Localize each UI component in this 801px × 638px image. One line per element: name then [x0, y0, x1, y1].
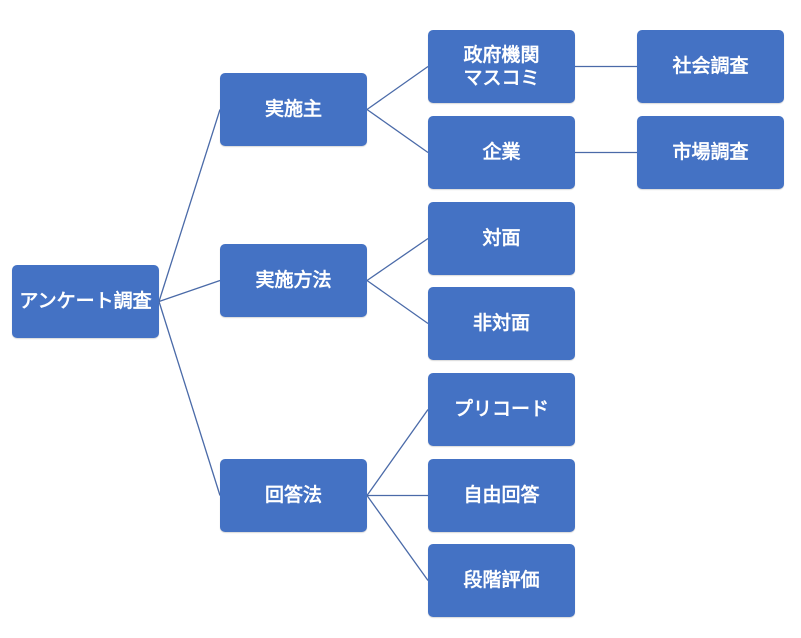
node-free-answer: 自由回答	[428, 459, 575, 532]
node-label: 対面	[482, 227, 521, 249]
node-implementer: 実施主	[220, 73, 367, 146]
connector-root-b1	[158, 279, 221, 303]
node-label: 企業	[482, 141, 521, 163]
node-root: アンケート調査	[12, 265, 159, 338]
node-non-face-to-face: 非対面	[428, 287, 575, 360]
node-face-to-face: 対面	[428, 202, 575, 275]
connector-lines	[158, 65, 637, 581]
node-precode: プリコード	[428, 373, 575, 446]
node-label: 回答法	[264, 484, 322, 506]
node-label: アンケート調査	[19, 290, 152, 312]
node-rating-scale: 段階評価	[428, 544, 575, 617]
node-method: 実施方法	[220, 244, 367, 317]
node-label: 実施方法	[255, 269, 332, 291]
node-label-line-1: 政府機関	[463, 43, 540, 66]
node-label: プリコード	[453, 398, 549, 420]
connector-root-b2	[158, 301, 221, 496]
node-label-line-2: マスコミ	[463, 66, 540, 89]
connector-b0-b0c0	[366, 65, 429, 111]
connector-root-b0	[158, 109, 221, 302]
node-social-survey: 社会調査	[637, 30, 784, 103]
node-label: 非対面	[472, 312, 530, 334]
connector-b2-b2c0	[366, 409, 429, 496]
node-label: 市場調査	[672, 141, 749, 163]
connector-b1-b1c0	[366, 237, 429, 282]
node-government-media: 政府機関 マスコミ	[428, 30, 575, 103]
connector-b1-b1c1	[366, 279, 429, 325]
node-label: 実施主	[264, 98, 322, 120]
node-company: 企業	[428, 116, 575, 189]
node-label: 段階評価	[463, 569, 540, 591]
node-label: 社会調査	[672, 55, 749, 77]
connector-b0-b0c1	[366, 108, 429, 154]
node-label: 自由回答	[463, 484, 540, 506]
node-answer-method: 回答法	[220, 459, 367, 532]
node-market-survey: 市場調査	[637, 116, 784, 189]
connector-b2-b2c2	[366, 495, 429, 581]
